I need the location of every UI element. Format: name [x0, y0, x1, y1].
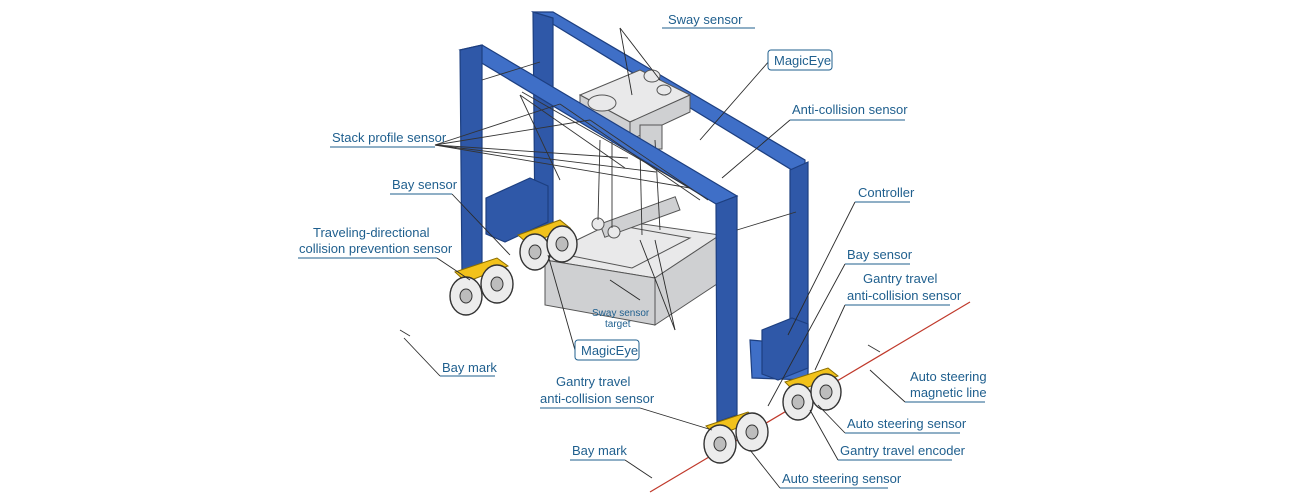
label-sway-target-2: target [605, 319, 631, 330]
label-gantry-travel-right-1: Gantry travel [863, 271, 938, 286]
label-controller: Controller [858, 185, 915, 200]
label-traveling-directional-2: collision prevention sensor [299, 241, 453, 256]
text-labels: Sway sensor MagicEye Anti-collision sens… [299, 12, 987, 486]
label-auto-steering-magnetic-2: magnetic line [910, 385, 987, 400]
sensor-wires [434, 91, 709, 201]
magiceye-top-box [767, 49, 833, 71]
label-gantry-travel-encoder: Gantry travel encoder [840, 443, 966, 458]
label-anti-collision-sensor: Anti-collision sensor [792, 102, 908, 117]
rear-frame [530, 11, 809, 381]
wheel-bogie-rear-left [517, 219, 578, 271]
label-gantry-travel-left-1: Gantry travel [556, 374, 631, 389]
label-bay-sensor-right: Bay sensor [847, 247, 913, 262]
label-sway-sensor: Sway sensor [668, 12, 743, 27]
spreader-container [543, 196, 722, 326]
label-bay-mark-bottom: Bay mark [572, 443, 627, 458]
label-auto-steering-magnetic-1: Auto steering [910, 369, 987, 384]
label-magiceye-top: MagicEye [774, 53, 831, 68]
label-gantry-travel-right-2: anti-collision sensor [847, 288, 962, 303]
wheel-bogie-rear-right [782, 367, 842, 421]
magiceye-bottom-box [574, 339, 640, 361]
wheel-bogie-front-right [703, 411, 769, 464]
label-gantry-travel-left-2: anti-collision sensor [540, 391, 655, 406]
controller-boxes [485, 177, 809, 381]
label-magiceye-bottom: MagicEye [581, 343, 638, 358]
label-bay-mark-left: Bay mark [442, 360, 497, 375]
label-bay-sensor-left: Bay sensor [392, 177, 458, 192]
wheel-bogie-front-left [449, 257, 514, 316]
label-auto-steering-sensor-right: Auto steering sensor [847, 416, 967, 431]
label-sway-target-1: Sway sensor [592, 308, 650, 319]
leader-lines [298, 27, 985, 489]
label-traveling-directional-1: Traveling-directional [313, 225, 430, 240]
label-auto-steering-sensor-bottom: Auto steering sensor [782, 471, 902, 486]
label-stack-profile-sensor: Stack profile sensor [332, 130, 447, 145]
ground-lines [399, 301, 971, 493]
